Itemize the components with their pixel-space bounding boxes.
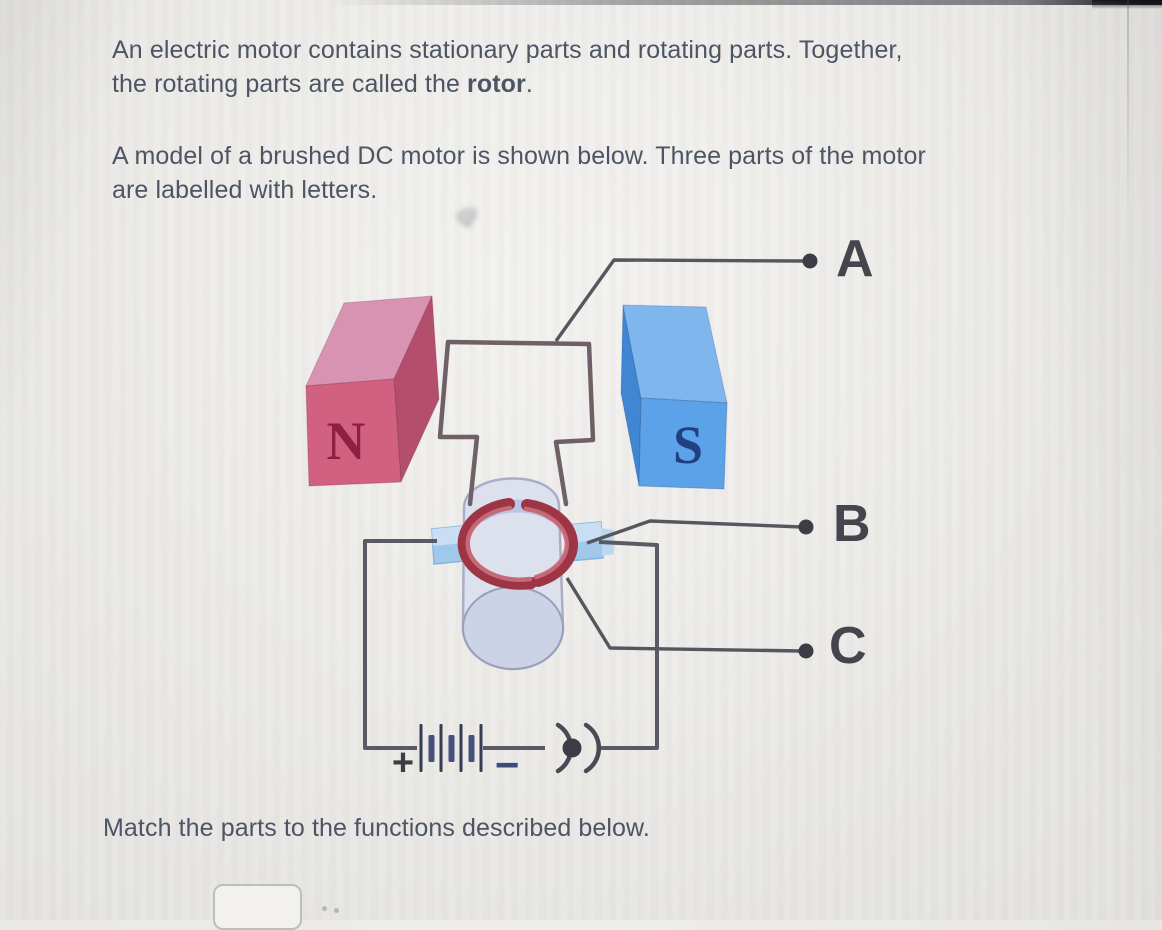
north-pole-label: N: [327, 411, 366, 471]
battery-plate-long: [479, 724, 483, 772]
commutator-right-highlight: [523, 506, 569, 580]
intro-line: A model of a brushed DC motor is shown b…: [112, 142, 926, 170]
battery-plate-long: [419, 724, 423, 772]
battery-plate-short: [468, 735, 475, 762]
battery-symbol: + −: [392, 724, 519, 788]
intro-paragraph-2: A model of a brushed DC motor is shown b…: [112, 139, 926, 207]
label-b-dot: [798, 519, 814, 535]
south-magnet-front-face: [638, 397, 728, 490]
battery-plate-short: [448, 735, 455, 762]
photo-crease: [1127, 0, 1129, 215]
right-circuit-wire: [598, 540, 659, 750]
label-dots: [798, 253, 818, 659]
battery-plus-sign: +: [392, 742, 414, 784]
commutator-ring: [457, 498, 578, 590]
left-brush-highlight: [432, 526, 464, 546]
answer-select[interactable]: [213, 884, 302, 930]
battery-plate-short: [428, 735, 435, 762]
left-circuit-wire: [363, 539, 437, 750]
north-magnet: N: [305, 295, 440, 487]
smudge-dots: [322, 906, 327, 911]
switch-center-dot: [562, 738, 582, 758]
part-label-a: A: [836, 230, 874, 288]
label-b-line: [586, 519, 803, 545]
intro-line: the rotating parts are called the rotor.: [112, 70, 533, 98]
label-a-dot: [802, 253, 818, 269]
switch-right-arc: [583, 722, 602, 774]
part-label-c: C: [829, 617, 867, 675]
cylinder-end-cap: [462, 586, 564, 670]
north-magnet-front-face: [305, 378, 402, 487]
label-a-line: [554, 258, 807, 342]
intro-line: An electric motor contains stationary pa…: [112, 36, 903, 64]
battery-plate-long: [439, 724, 443, 772]
commutator-left-arc: [457, 498, 537, 590]
part-label-b: B: [833, 495, 871, 553]
armature-coil: [437, 339, 596, 507]
intro-line: are labelled with letters.: [112, 176, 378, 204]
commutator-left-highlight: [465, 505, 533, 582]
label-c-line: [565, 577, 803, 653]
photo-top-corner: [1092, 0, 1162, 9]
battery-minus-sign: −: [495, 741, 520, 788]
south-magnet: S: [620, 304, 728, 490]
intro-paragraph-1: An electric motor contains stationary pa…: [112, 33, 903, 101]
battery-plate-long: [459, 724, 463, 772]
switch-symbol: [555, 722, 602, 774]
label-c-dot: [798, 643, 814, 659]
commutator-right-arc: [521, 499, 578, 587]
label-leader-lines: [554, 258, 807, 653]
match-prompt: Match the parts to the functions describ…: [103, 814, 650, 842]
south-pole-label: S: [673, 415, 703, 475]
circuit-wires: [363, 539, 659, 750]
rotor-bold-text: rotor: [467, 70, 526, 98]
